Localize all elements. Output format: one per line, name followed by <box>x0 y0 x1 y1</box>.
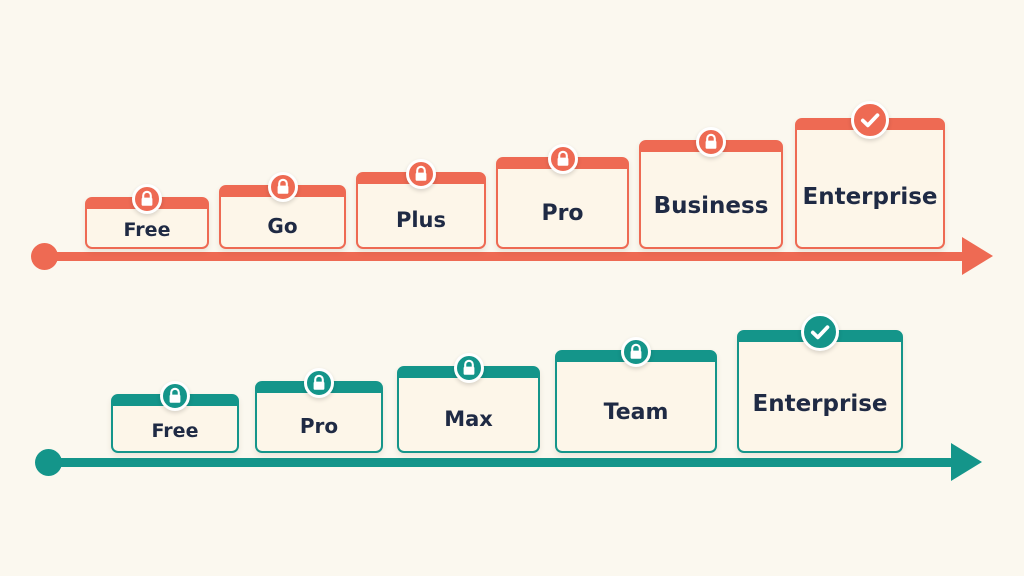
lock-icon <box>696 127 726 157</box>
lock-icon <box>548 144 578 174</box>
tier-card: Enterprise <box>737 330 903 453</box>
lock-icon <box>268 172 298 202</box>
lock-icon <box>160 381 190 411</box>
lock-icon <box>621 337 651 367</box>
check-icon <box>851 101 889 139</box>
track-1-arrow-head <box>962 237 993 275</box>
tier-card: Team <box>555 350 717 453</box>
tier-card: Max <box>397 366 540 453</box>
track-2-arrow-head <box>951 443 982 481</box>
tier-label: Business <box>653 193 769 219</box>
track-1-start-dot <box>31 243 58 270</box>
lock-glyph <box>313 374 325 390</box>
lock-icon <box>304 368 334 398</box>
tier-label: Pro <box>299 414 339 438</box>
lock-icon <box>406 159 436 189</box>
tier-card: Pro <box>496 157 629 249</box>
tier-card: Plus <box>356 172 486 249</box>
lock-glyph <box>630 343 642 359</box>
lock-glyph <box>463 359 475 375</box>
tier-label: Enterprise <box>802 184 938 210</box>
tier-label: Free <box>123 219 171 241</box>
lock-glyph <box>169 387 181 403</box>
tier-label: Free <box>151 420 199 442</box>
tier-label: Team <box>603 400 669 425</box>
track-2-timeline <box>48 458 955 467</box>
check-icon <box>801 313 839 351</box>
check-glyph <box>860 113 880 128</box>
track-2-start-dot <box>35 449 62 476</box>
tier-label: Go <box>267 214 298 238</box>
tier-card: Enterprise <box>795 118 945 249</box>
track-1-timeline <box>44 252 966 261</box>
lock-glyph <box>277 178 289 194</box>
lock-icon <box>132 184 162 214</box>
tier-card: Business <box>639 140 783 249</box>
lock-glyph <box>557 150 569 166</box>
lock-icon <box>454 353 484 383</box>
tier-label: Plus <box>395 208 447 232</box>
lock-glyph <box>141 190 153 206</box>
check-glyph <box>810 325 830 340</box>
lock-glyph <box>705 133 717 149</box>
tier-label: Enterprise <box>752 391 888 417</box>
tier-label: Pro <box>541 201 584 226</box>
lock-glyph <box>415 165 427 181</box>
tier-label: Max <box>444 407 493 431</box>
